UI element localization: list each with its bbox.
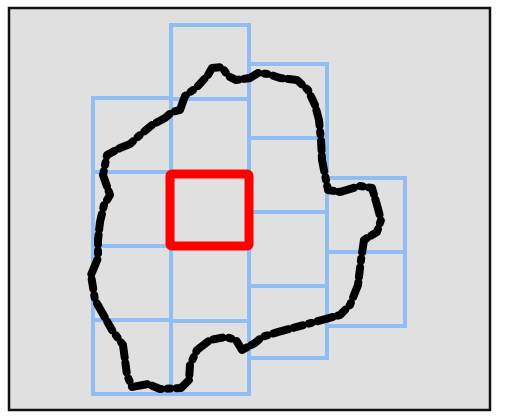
grid-map-diagram (0, 0, 509, 417)
diagram-canvas (0, 0, 509, 417)
